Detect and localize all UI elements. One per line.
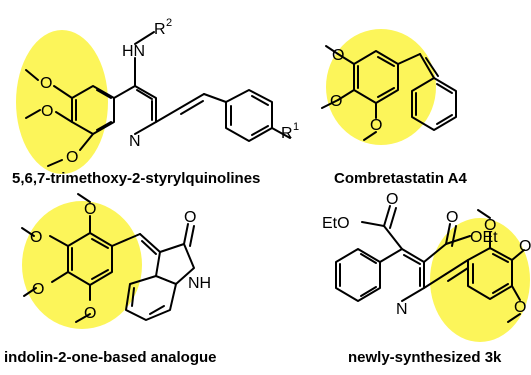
lactam-nh: NH — [188, 275, 211, 292]
r2-label: R — [154, 21, 166, 38]
methoxy-oxygen-lower: O — [32, 281, 44, 298]
ester-carbonyl-oxygen-left: O — [386, 191, 398, 208]
methoxy-oxygen-7: O — [66, 149, 78, 166]
methoxy-oxygen-bottom: O — [84, 305, 96, 322]
methoxy-oxygen-4: O — [330, 93, 342, 110]
trimethoxy-highlight — [22, 201, 142, 329]
styrylquinoline-structure: HN R 2 O O O N R 1 — [16, 17, 299, 174]
compound-3k-structure: O EtO O OEt N O O O — [322, 191, 531, 342]
trimethoxy-highlight — [326, 29, 436, 145]
methoxy-oxygen-6: O — [41, 103, 53, 120]
methoxy-oxygen-5: O — [40, 75, 52, 92]
caption-combretastatin: Combretastatin A4 — [334, 170, 467, 187]
caption-compound-3k: newly-synthesized 3k — [348, 349, 502, 366]
methoxy-oxygen-5: O — [370, 117, 382, 134]
methoxy-oxygen-middle: O — [30, 229, 42, 246]
methoxy-oxygen-bottom: O — [514, 299, 526, 316]
caption-indolinone: indolin-2-one-based analogue — [4, 349, 217, 366]
r1-superscript: 1 — [293, 121, 299, 133]
r1-label: R — [281, 125, 293, 142]
quinoline-nitrogen: N — [129, 133, 141, 150]
indolinone-structure: O NH O O O O — [21, 193, 211, 329]
methoxy-oxygen-top: O — [84, 201, 96, 218]
trimethoxy-highlight — [430, 218, 530, 342]
r2-superscript: 2 — [166, 17, 172, 29]
ester-carbonyl-oxygen-right: O — [446, 209, 458, 226]
methoxy-oxygen-top: O — [484, 217, 496, 234]
ethoxy-left: EtO — [322, 215, 350, 232]
caption-quinolines: 5,6,7-trimethoxy-2-styrylquinolines — [12, 170, 260, 187]
methoxy-oxygen-3: O — [332, 47, 344, 64]
carbonyl-oxygen: O — [184, 209, 196, 226]
trimethoxy-highlight — [16, 30, 108, 174]
ethoxy-right: OEt — [470, 229, 498, 246]
amine-label: HN — [122, 43, 145, 60]
methoxy-oxygen-right: O — [519, 238, 531, 255]
combretastatin-structure: O O O — [321, 29, 457, 145]
quinoline-nitrogen: N — [396, 301, 408, 318]
